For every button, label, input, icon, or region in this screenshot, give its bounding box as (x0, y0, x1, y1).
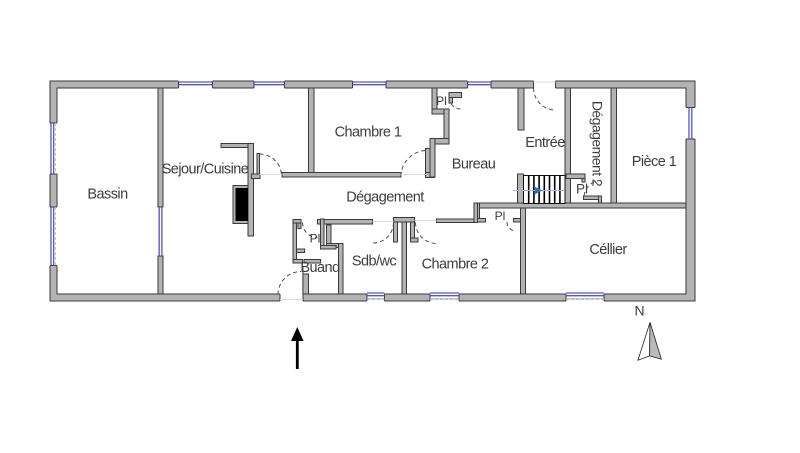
svg-text:Pl: Pl (436, 94, 447, 108)
svg-text:Bassin: Bassin (87, 186, 128, 202)
svg-text:N: N (634, 303, 644, 319)
svg-text:Pl: Pl (576, 182, 588, 197)
svg-text:Pièce 1: Pièce 1 (632, 154, 677, 170)
svg-text:Entrée: Entrée (525, 135, 565, 151)
svg-text:Dégagement 2: Dégagement 2 (590, 101, 606, 187)
svg-text:Bureau: Bureau (452, 156, 496, 172)
svg-text:Pl: Pl (495, 209, 506, 223)
svg-text:Buand: Buand (300, 260, 340, 276)
svg-text:Sejour/Cuisine: Sejour/Cuisine (162, 162, 249, 178)
svg-text:Chambre 1: Chambre 1 (335, 124, 402, 140)
svg-text:Pl: Pl (310, 232, 321, 246)
svg-text:Sdb/wc: Sdb/wc (352, 253, 397, 269)
svg-text:Céllier: Céllier (589, 242, 627, 258)
svg-text:Chambre 2: Chambre 2 (422, 257, 489, 273)
svg-text:Dégagement: Dégagement (346, 189, 424, 205)
